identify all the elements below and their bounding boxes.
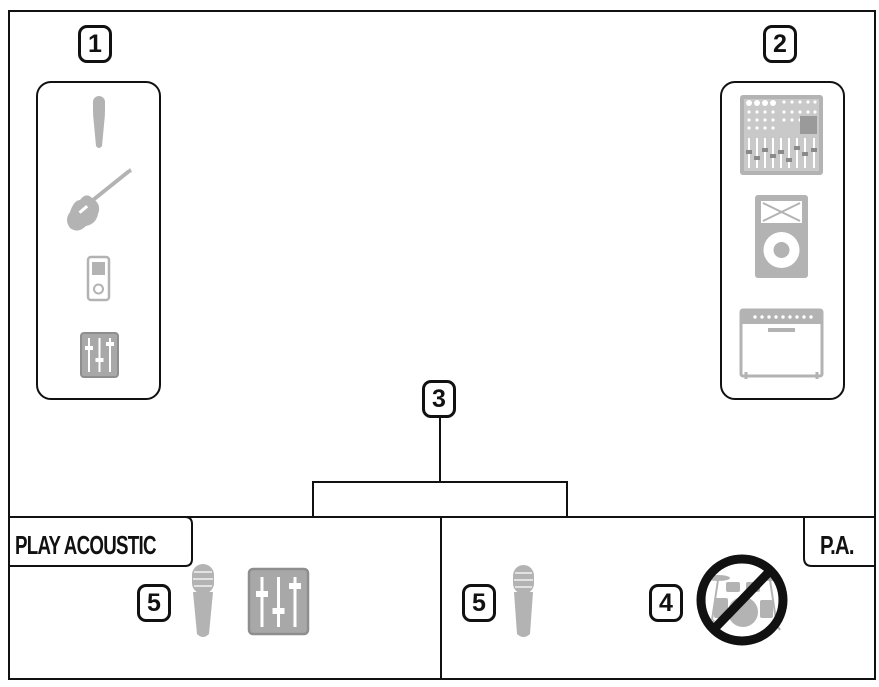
pa-label: P.A. <box>820 530 854 560</box>
mp3-player-icon <box>86 255 111 302</box>
microphone-icon <box>93 96 105 148</box>
pa-microphone-icon <box>513 565 534 637</box>
speaker-cabinet-icon <box>755 195 808 278</box>
bracket-arms <box>312 481 568 517</box>
callout-1: 1 <box>78 25 112 63</box>
play-acoustic-tab <box>9 516 193 567</box>
drum-kit-prohibited-icon <box>696 554 788 646</box>
callout-4: 4 <box>649 584 683 622</box>
callout-5-pa: 5 <box>462 584 496 622</box>
output-group-box <box>720 81 845 400</box>
callout-3: 3 <box>422 380 456 418</box>
play-acoustic-mixer-fader-icon <box>247 567 310 636</box>
callout-2: 2 <box>763 25 797 63</box>
play-acoustic-label: PLAY ACOUSTIC <box>15 530 157 560</box>
electric-guitar-icon <box>67 168 132 231</box>
play-acoustic-microphone-icon <box>192 564 214 637</box>
mixer-fader-icon <box>80 332 119 378</box>
guitar-amp-icon <box>739 308 824 379</box>
pa-tab <box>803 517 875 567</box>
input-group-box <box>36 81 161 400</box>
callout-5-play-acoustic: 5 <box>137 584 171 622</box>
mixer-console-icon <box>740 95 823 175</box>
